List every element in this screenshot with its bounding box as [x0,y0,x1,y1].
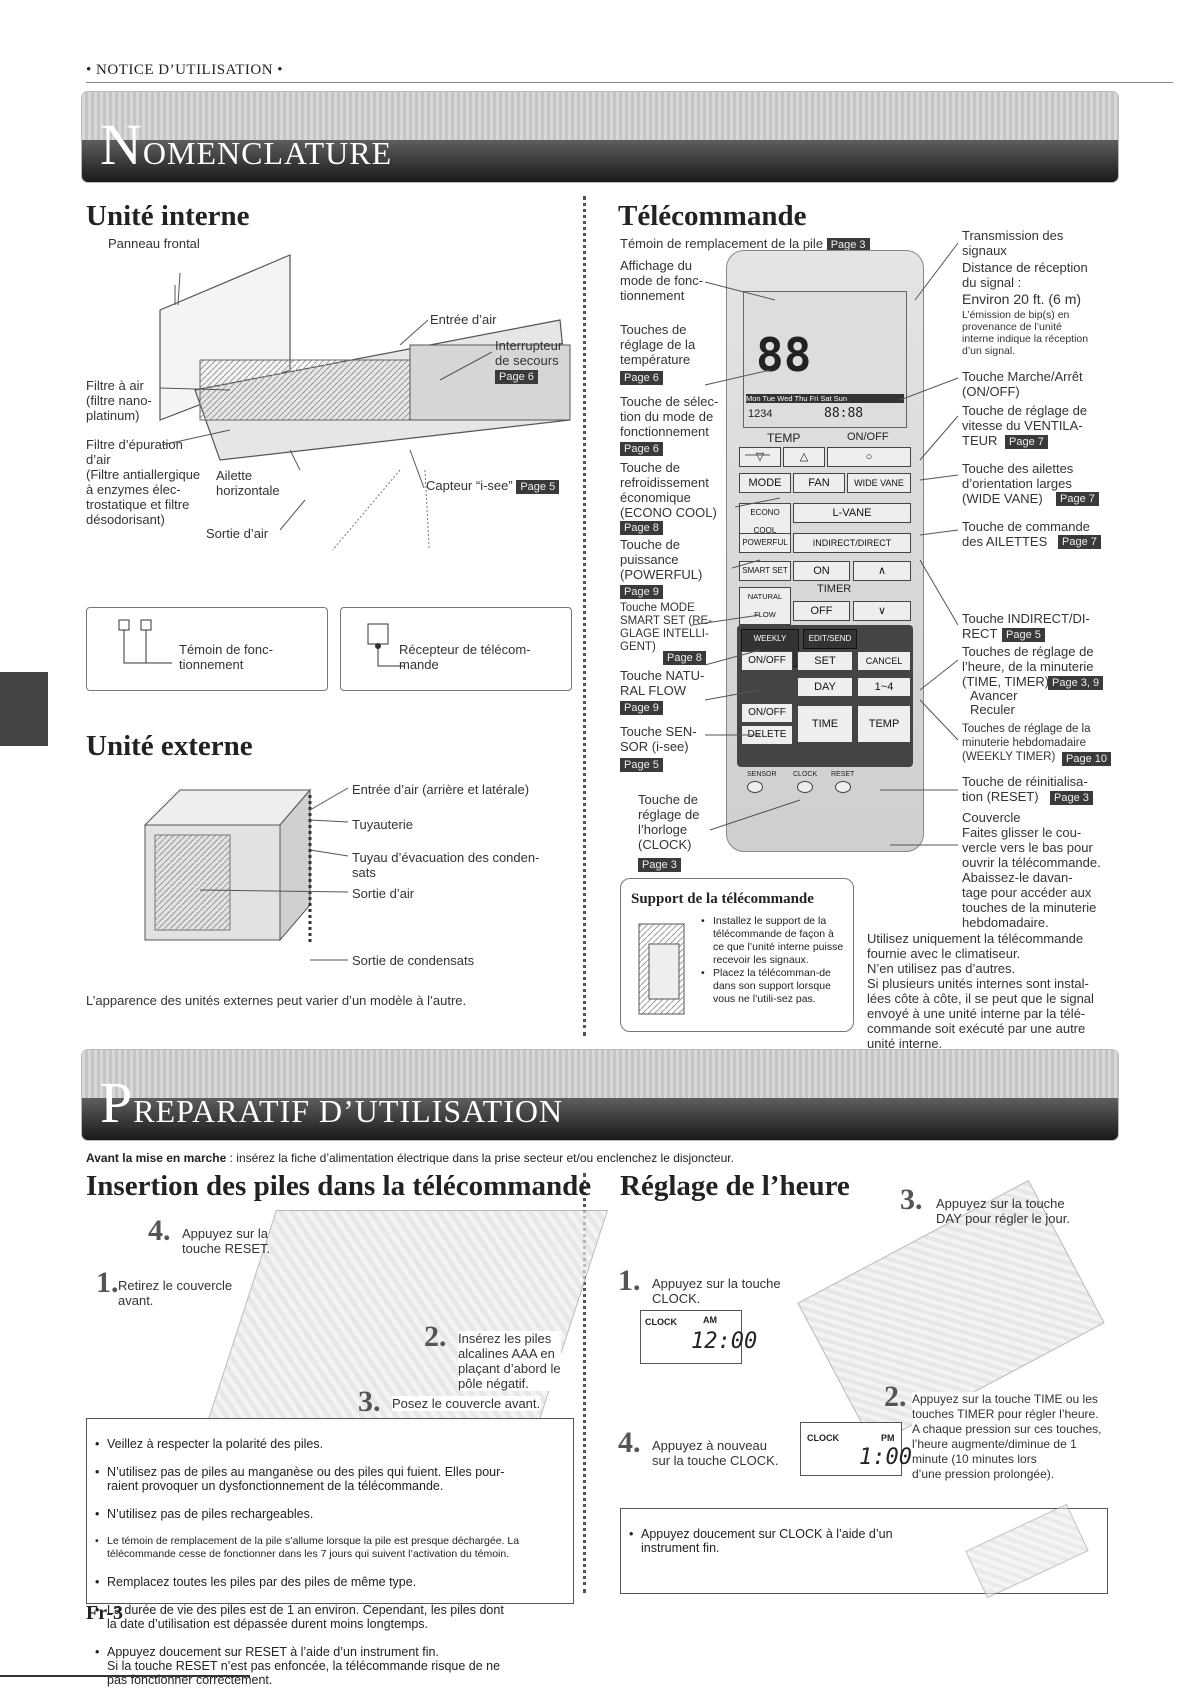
clock-note: Appuyez doucement sur CLOCK à l’aide d’u… [625,1527,925,1555]
battery-step-3: Posez le couvercle avant. [392,1396,540,1411]
battery-note: Appuyez doucement sur RESET à l’aide d’u… [91,1645,567,1687]
lcd-ampm: PM [881,1433,895,1443]
clock-note-illustration [965,1504,1088,1598]
banner-preparatif: PREPARATIF D’UTILISATION [82,1050,1118,1140]
battery-note: N’utilisez pas de piles au manganèse ou … [91,1465,567,1493]
banner-cap: P [100,1070,133,1135]
lcd-clock-1: CLOCK AM 12:00 [640,1310,742,1364]
step-number: 3. [900,1183,923,1217]
step-number: 3. [358,1385,381,1419]
clock-note-box: Appuyez doucement sur CLOCK à l’aide d’u… [620,1508,1108,1594]
prep-intro: Avant la mise en marche : insérez la fic… [86,1151,734,1165]
step-number: 1. [96,1266,119,1300]
battery-step-2: Insérez les piles alcalines AAA en plaça… [458,1331,561,1391]
clock-title: Réglage de l’heure [620,1170,850,1203]
battery-note: Remplacez toutes les piles par des piles… [91,1575,567,1589]
lcd-clock-time: 12:00 [691,1329,757,1354]
lcd-clock-label: CLOCK [645,1317,677,1327]
step-number: 1. [618,1264,641,1298]
battery-note: Le témoin de remplacement de la pile s’a… [91,1535,567,1561]
step-number: 4. [148,1214,171,1248]
lcd-ampm: AM [703,1315,717,1325]
lcd-clock-label: CLOCK [807,1433,839,1443]
step-number: 4. [618,1426,641,1460]
battery-notes-box: Veillez à respecter la polarité des pile… [86,1418,574,1604]
banner-text: REPARATIF D’UTILISATION [133,1093,563,1129]
lcd-clock-2: CLOCK PM 1:00 [800,1422,902,1476]
step-number: 2. [884,1380,907,1414]
battery-note: Veillez à respecter la polarité des pile… [91,1437,567,1451]
step-number: 2. [424,1320,447,1354]
clock-step-3: Appuyez sur la touche DAY pour régler le… [936,1196,1070,1226]
battery-note: La durée de vie des piles est de 1 an en… [91,1603,567,1631]
clock-step-2: Appuyez sur la touche TIME ou les touche… [912,1392,1101,1482]
batteries-title: Insertion des piles dans la télécommande [86,1170,591,1203]
battery-step-4: Appuyez sur la touche RESET. [182,1226,270,1256]
battery-step-1: Retirez le couvercle avant. [118,1278,232,1308]
clock-step-4: Appuyez à nouveau sur la touche CLOCK. [652,1438,778,1468]
footer-rule [0,1675,250,1677]
lcd-clock-time: 1:00 [859,1445,912,1470]
page-number: Fr-3 [86,1602,123,1625]
clock-step-1: Appuyez sur la touche CLOCK. [652,1276,781,1306]
battery-note: N’utilisez pas de piles rechargeables. [91,1507,567,1521]
leader-lines [0,0,1191,1040]
